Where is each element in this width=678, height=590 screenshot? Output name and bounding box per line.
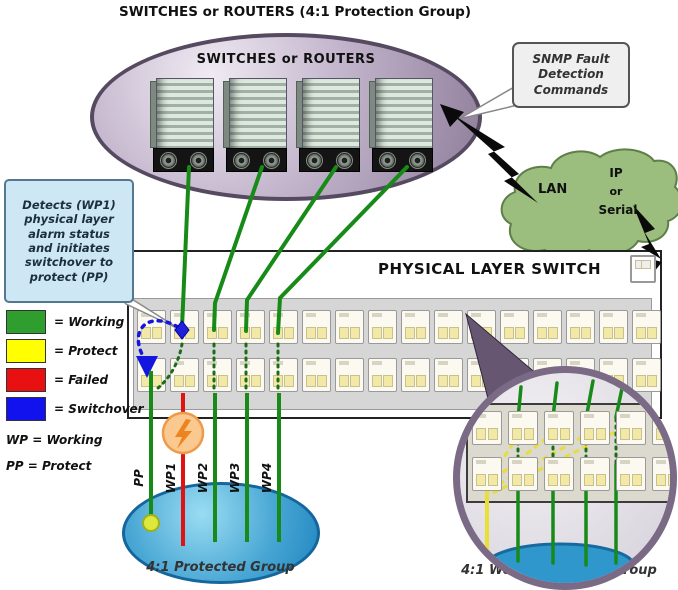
router-icon <box>296 78 360 172</box>
router-fans <box>372 148 433 172</box>
link-label-pp: PP <box>132 469 146 487</box>
port-module <box>599 310 628 344</box>
router-fans <box>226 148 287 172</box>
magnified-group-ellipse <box>484 542 636 583</box>
port-module <box>467 310 496 344</box>
legend-label: = Working <box>54 315 125 329</box>
port-module <box>580 457 610 491</box>
legend-abbr-wp: WP = Working <box>6 433 103 447</box>
cloud-lan-label: LAN <box>538 182 568 197</box>
link-label-wp4: WP4 <box>260 462 274 494</box>
magnifier-circle <box>453 366 677 590</box>
legend-item-failed: = Failed <box>6 368 144 392</box>
port-module <box>203 310 232 344</box>
port-module <box>434 358 463 392</box>
fan-icon <box>262 151 280 169</box>
port-module <box>302 310 331 344</box>
router-fans <box>153 148 214 172</box>
fan-icon <box>189 151 207 169</box>
port-module <box>616 457 646 491</box>
port-module <box>269 310 298 344</box>
port-module <box>652 457 670 491</box>
router-icon <box>223 78 287 172</box>
port-module <box>335 310 364 344</box>
link-label-wp1: WP1 <box>164 462 178 494</box>
port-module <box>236 310 265 344</box>
port-module <box>508 411 538 445</box>
cloud-ip-label: IP <box>609 166 623 180</box>
port-module <box>401 358 430 392</box>
legend-item-switchover: = Switchover <box>6 397 144 421</box>
port-module <box>472 411 502 445</box>
port-module <box>434 310 463 344</box>
port-module <box>566 310 595 344</box>
protect-color-swatch <box>6 339 46 363</box>
router-icon <box>150 78 214 172</box>
failed-color-swatch <box>6 368 46 392</box>
legend-label: = Failed <box>54 373 109 387</box>
legend-abbr-pp: PP = Protect <box>6 459 92 473</box>
lan-cloud-icon <box>500 148 678 259</box>
fan-icon <box>408 151 426 169</box>
magnified-port-row-bottom <box>472 457 670 491</box>
router-group-label: SWITCHES or ROUTERS <box>196 52 376 67</box>
magnified-port-row-top <box>472 411 670 445</box>
cloud-or-label: or <box>609 185 623 198</box>
router-icon <box>369 78 433 172</box>
port-module <box>500 310 529 344</box>
router-chassis <box>229 78 287 150</box>
fault-icon <box>161 411 205 455</box>
protected-group-ellipse <box>122 482 320 584</box>
port-module <box>401 310 430 344</box>
port-module <box>652 411 670 445</box>
legend: = Working = Protect = Failed = Switchove… <box>6 310 144 473</box>
port-module <box>335 358 364 392</box>
port-module <box>203 358 232 392</box>
cloud-serial-label: Serial <box>598 203 638 217</box>
fan-icon <box>379 151 397 169</box>
protected-group-caption: 4:1 Protected Group <box>146 560 295 575</box>
detects-callout: Detects (WP1) physical layer alarm statu… <box>4 179 134 303</box>
port-module <box>170 310 199 344</box>
port-module <box>580 411 610 445</box>
port-module <box>508 457 538 491</box>
port-module <box>368 358 397 392</box>
port-module <box>533 310 562 344</box>
legend-item-working: = Working <box>6 310 144 334</box>
router-chassis <box>156 78 214 150</box>
fan-icon <box>233 151 251 169</box>
port-module <box>236 358 265 392</box>
link-label-wp2: WP2 <box>196 462 210 494</box>
port-module <box>632 358 661 392</box>
working-color-swatch <box>6 310 46 334</box>
fan-icon <box>160 151 178 169</box>
port-module <box>368 310 397 344</box>
router-fans <box>299 148 360 172</box>
snmp-callout: SNMP Fault Detection Commands <box>512 42 630 108</box>
port-module <box>302 358 331 392</box>
port-module <box>616 411 646 445</box>
port-row-top <box>137 310 661 344</box>
legend-item-protect: = Protect <box>6 339 144 363</box>
port-module <box>269 358 298 392</box>
fan-icon <box>306 151 324 169</box>
port-module <box>472 457 502 491</box>
port-module <box>544 457 574 491</box>
diagram-title: SWITCHES or ROUTERS (4:1 Protection Grou… <box>118 4 472 20</box>
port-module <box>632 310 661 344</box>
fan-icon <box>335 151 353 169</box>
router-chassis <box>375 78 433 150</box>
link-label-wp3: WP3 <box>228 462 242 494</box>
switchover-color-swatch <box>6 397 46 421</box>
legend-label: = Switchover <box>54 402 144 416</box>
port-module <box>544 411 574 445</box>
panel-title: PHYSICAL LAYER SWITCH <box>377 260 602 278</box>
legend-label: = Protect <box>54 344 118 358</box>
port-module <box>170 358 199 392</box>
router-chassis <box>302 78 360 150</box>
management-port-icon <box>630 255 656 283</box>
